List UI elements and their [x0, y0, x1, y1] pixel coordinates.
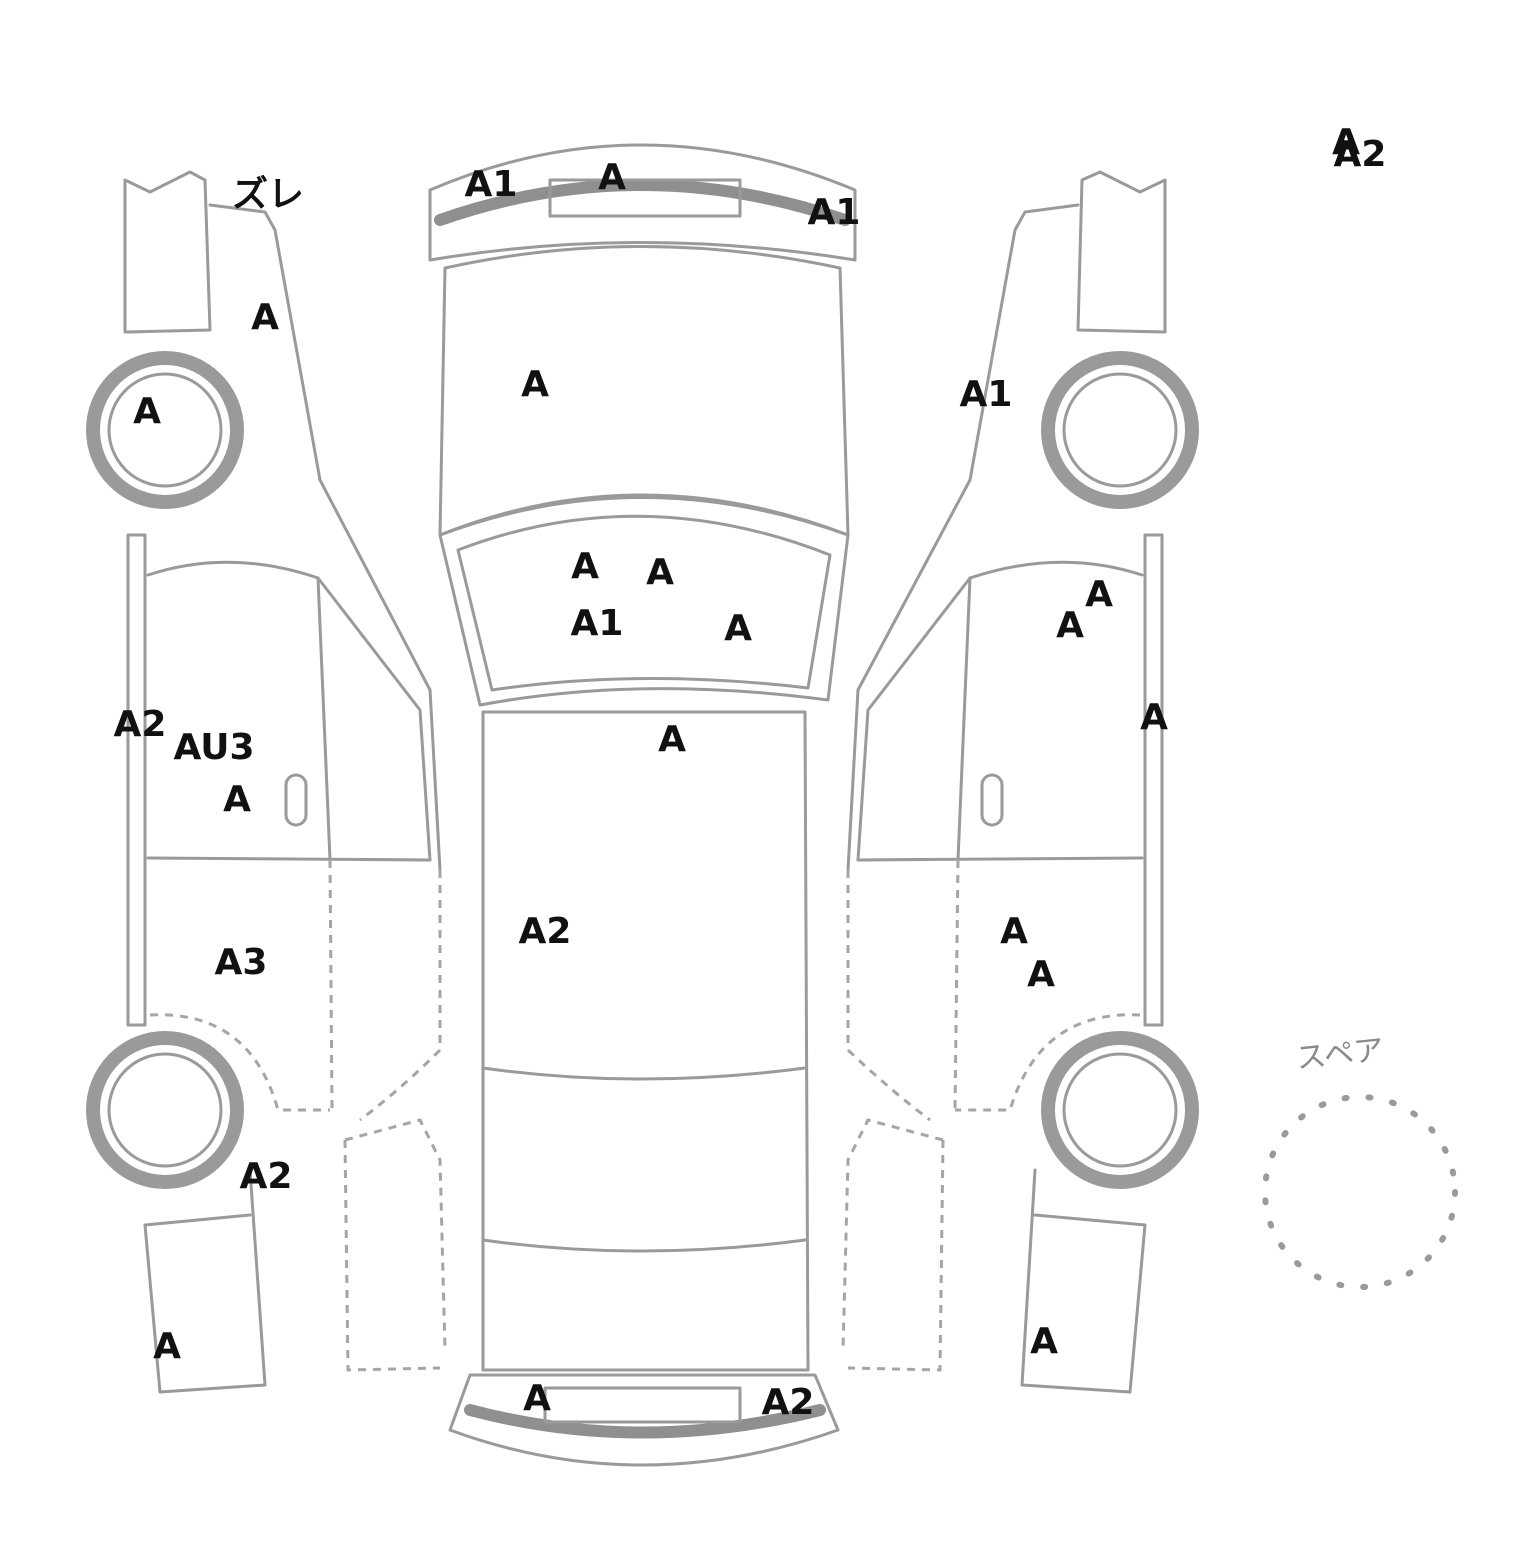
mark-left-front-fender: A [251, 297, 279, 338]
mark-roof: A2 [518, 911, 572, 952]
mark-top-right-a: A [1332, 122, 1360, 163]
mark-windshield-3: A1 [570, 603, 624, 644]
mark-rear-bumper-right: A2 [761, 1382, 815, 1423]
top-view [428, 143, 857, 1467]
mark-right-rear-door-2: A [1027, 954, 1055, 995]
mark-front-bumper-right: A1 [807, 192, 861, 233]
mark-right-front-door-2: A [1056, 605, 1084, 646]
mark-left-front-bumper: ズレ [231, 174, 305, 215]
mark-windshield-1: A [571, 546, 599, 587]
mark-left-rear-wheel: A2 [239, 1156, 293, 1197]
mark-left-front-door-au3: AU3 [173, 727, 255, 768]
mark-right-front-door-edge: A [1140, 697, 1168, 738]
mark-rear-bumper-left: A [523, 1378, 551, 1419]
mark-left-rear-bumper: A [153, 1326, 181, 1367]
mark-windshield-2: A [646, 552, 674, 593]
mark-right-front-door-1: A [1085, 574, 1113, 615]
left-side-view [86, 170, 447, 1394]
mark-right-rear-door-1: A [1000, 911, 1028, 952]
mark-right-front-fender: A1 [959, 374, 1013, 415]
mark-roof-front: A [658, 719, 686, 760]
mark-top-right-a2: A2 [1333, 134, 1387, 175]
mark-windshield-4: A [724, 608, 752, 649]
right-side-view [841, 170, 1199, 1394]
mark-hood: A [521, 364, 549, 405]
mark-right-rear-bumper: A [1030, 1321, 1058, 1362]
mark-front-bumper-center: A [598, 157, 626, 198]
mark-front-bumper-left: A1 [464, 164, 518, 205]
mark-left-front-door-edge: A2 [113, 704, 167, 745]
spare-tire-outline [1262, 1094, 1458, 1290]
mark-left-front-door: A [223, 779, 251, 820]
mark-left-rear-door: A3 [214, 942, 268, 983]
spare-tire-label: スペア [1294, 1032, 1386, 1077]
mark-left-front-wheel: A [133, 391, 161, 432]
